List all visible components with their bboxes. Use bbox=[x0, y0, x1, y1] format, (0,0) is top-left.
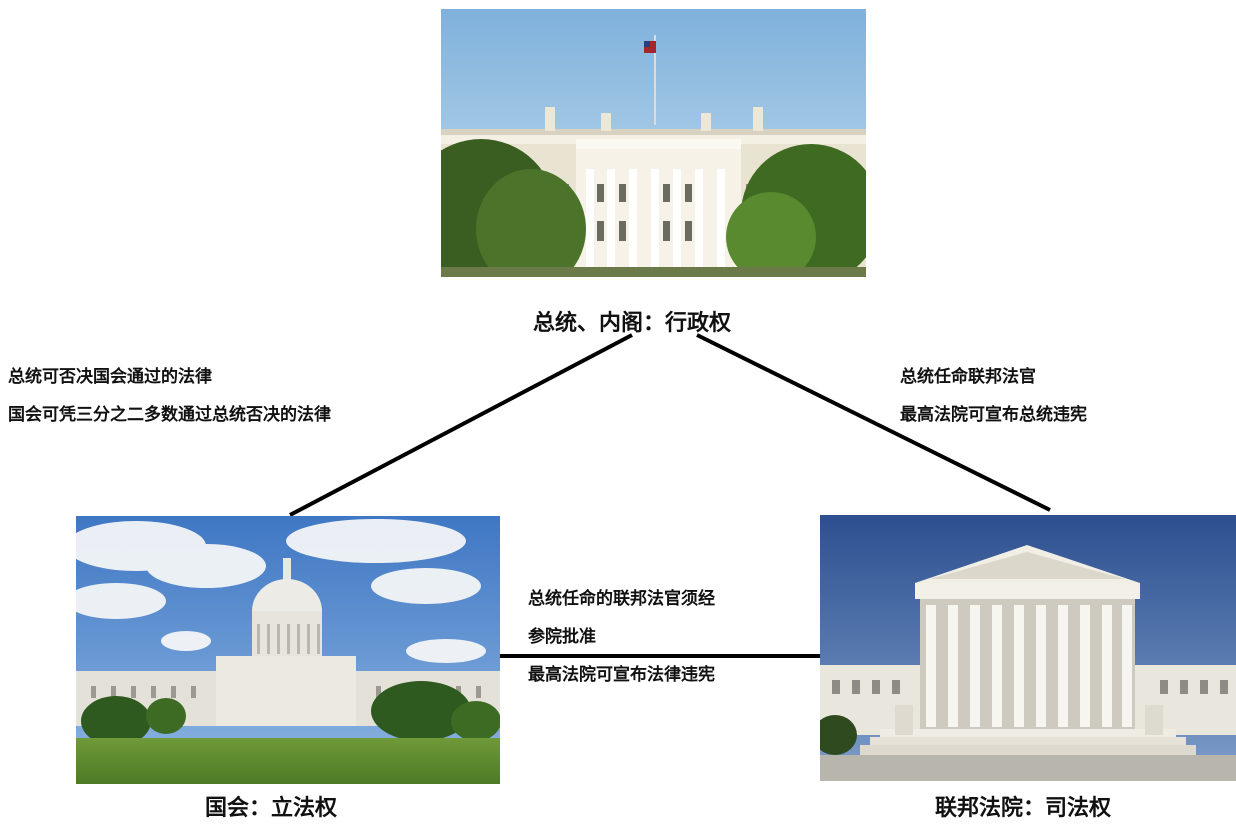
relation-text: 国会可凭三分之二多数通过总统否决的法律 bbox=[8, 405, 331, 425]
executive-legislative-connector bbox=[289, 333, 633, 517]
relation-text: 最高法院可宣布总统违宪 bbox=[900, 405, 1087, 425]
relation-text: 总统任命联邦法官 bbox=[900, 367, 1036, 387]
executive-legislative-note: 总统可否决国会通过的法律 国会可凭三分之二多数通过总统否决的法律 bbox=[8, 358, 331, 434]
supreme-court-photo bbox=[820, 515, 1236, 781]
executive-judicial-note: 总统任命联邦法官 最高法院可宣布总统违宪 bbox=[900, 358, 1087, 434]
white-house-photo bbox=[441, 9, 866, 277]
relation-text: 总统可否决国会通过的法律 bbox=[8, 367, 212, 387]
relation-text: 总统任命的联邦法官须经 bbox=[528, 589, 715, 609]
executive-branch-label: 总统、内阁：行政权 bbox=[533, 311, 732, 336]
relation-text: 参院批准 bbox=[528, 627, 596, 647]
legislative-branch-label: 国会：立法权 bbox=[205, 796, 338, 821]
relation-text: 最高法院可宣布法律违宪 bbox=[528, 665, 715, 685]
judicial-branch-label: 联邦法院：司法权 bbox=[935, 796, 1112, 821]
legislative-judicial-note: 总统任命的联邦法官须经 参院批准 最高法院可宣布法律违宪 bbox=[528, 580, 715, 694]
capitol-photo bbox=[76, 516, 500, 784]
